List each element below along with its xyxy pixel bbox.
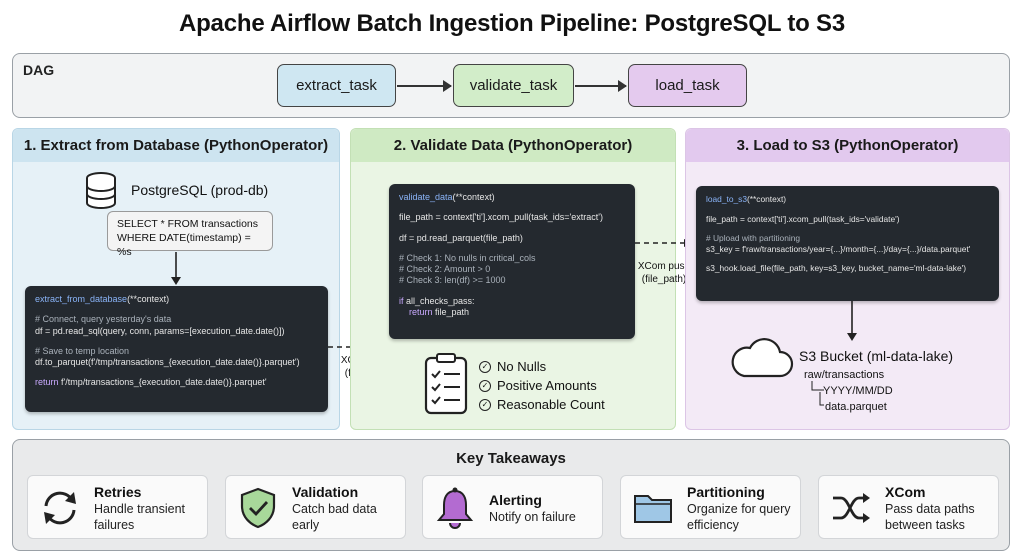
extract-code-line-1: df = pd.read_sql(query, conn, params=[ex… [35,325,285,336]
takeaway-alerting-title: Alerting [489,492,542,508]
dag-arrow-extract-validate [397,80,452,92]
shield-check-icon [240,487,276,529]
path-tree-lines [811,381,824,406]
check-circle-icon: ✓ [479,379,491,392]
extract-return-value: f'/tmp/transactions_{execution_date.date… [58,377,267,388]
s3-path-partition: YYYY/MM/DD [823,385,893,397]
load-code-line-3: s3_hook.load_file(file_path, key=s3_key,… [706,263,967,273]
s3-bucket-name: S3 Bucket (ml-data-lake) [799,348,954,364]
takeaway-card-xcom: XCom Pass data paths between tasks [818,475,999,539]
validate-if-condition: all_checks_pass: [403,295,475,306]
sql-query-box: SELECT * FROM transactions WHERE DATE(ti… [107,211,273,258]
xcom-label-2-line2: (file_path) [641,273,687,285]
takeaway-partitioning-title: Partitioning [687,484,765,500]
dag-label: DAG [23,62,55,78]
sql-line-2: WHERE DATE(timestamp) = %s [117,232,251,259]
takeaway-alerting-desc: Notify on failure [489,510,576,524]
takeaway-validation-desc: Catch bad data early [292,502,377,532]
load-function-signature: (**context) [746,194,787,204]
check-circle-icon: ✓ [479,398,491,411]
takeaway-partitioning-desc: Organize for query efficiency [687,502,791,532]
takeaway-retries-desc: Handle transient failures [94,502,186,532]
extract-code-block: extract_from_database(**context) # Connec… [25,286,328,412]
load-code-line-1: file_path = context['ti'].xcom_pull(task… [706,213,900,224]
load-code-block: load_to_s3(**context) file_path = context… [696,186,999,301]
takeaway-retries-title: Retries [94,484,142,500]
checklist-icon [424,353,468,415]
dag-arrow-validate-load [575,80,627,92]
s3-path-root: raw/transactions [804,369,885,381]
page-title: Apache Airflow Batch Ingestion Pipeline:… [178,10,846,37]
validate-comment-3: # Check 3: len(df) >= 1000 [399,275,506,286]
check-reasonable-count: ✓ Reasonable Count [479,397,605,412]
takeaway-card-alerting: Alerting Notify on failure [422,475,603,539]
check-positive-amounts: ✓ Positive Amounts [479,378,597,393]
validate-function-name: validate_data [399,192,453,202]
check-circle-icon: ✓ [479,360,491,373]
validate-return-value: file_path [432,306,470,317]
dag-panel: DAG extract_task validate_task load_task [12,53,1010,118]
folder-icon [634,495,672,523]
s3-path-file: data.parquet [825,401,887,413]
validate-function-signature: (**context) [452,192,495,202]
check-no-nulls-label: No Nulls [497,359,547,374]
sql-line-1: SELECT * FROM transactions [117,218,259,230]
validate-code-line-2: df = pd.read_parquet(file_path) [399,232,523,243]
takeaway-validation-title: Validation [292,484,359,500]
cloud-icon [731,338,794,378]
validate-if-keyword: if [399,295,404,306]
extract-stage-header: 1. Extract from Database (PythonOperator… [13,129,339,162]
takeaway-card-partitioning: Partitioning Organize for query efficien… [620,475,801,539]
check-no-nulls: ✓ No Nulls [479,359,546,374]
extract-code-line-2: df.to_parquet(f'/tmp/transactions_{execu… [35,357,300,367]
check-positive-amounts-label: Positive Amounts [497,378,597,393]
takeaway-card-validation: Validation Catch bad data early [225,475,406,539]
load-code-line-2: s3_key = f'raw/transactions/year={...}/m… [706,243,971,254]
validate-task-node: validate_task [453,64,574,107]
bell-icon [436,487,474,529]
sql-to-code-arrow [171,252,181,285]
load-stage-header: 3. Load to S3 (PythonOperator) [686,129,1009,162]
shuffle-icon [833,493,870,523]
database-icon [86,172,116,209]
key-takeaways-panel: Key Takeaways Retries Handle transient f… [12,439,1010,551]
extract-comment-2: # Save to temp location [35,345,130,356]
key-takeaways-title: Key Takeaways [456,450,566,467]
validate-stage-header: 2. Validate Data (PythonOperator) [351,129,675,162]
validate-code-block: validate_data(**context) file_path = cont… [389,184,635,339]
takeaway-card-retries: Retries Handle transient failures [27,475,208,539]
extract-function-signature: (**context) [127,294,170,304]
code-to-s3-arrow [847,301,857,341]
database-name: PostgreSQL (prod-db) [131,182,269,198]
load-function-name: load_to_s3 [706,194,747,204]
validate-comment-1: # Check 1: No nulls in critical_cols [399,252,536,263]
extract-return-keyword: return [35,377,59,388]
takeaway-xcom-title: XCom [885,484,926,500]
validate-return-keyword: return [399,306,433,317]
retry-icon [44,491,76,525]
load-comment-1: # Upload with partitioning [706,233,801,243]
extract-comment-1: # Connect, query yesterday's data [35,314,172,325]
check-reasonable-count-label: Reasonable Count [497,397,605,412]
validate-comment-2: # Check 2: Amount > 0 [399,264,491,274]
load-task-node: load_task [628,64,747,107]
validate-code-line-1: file_path = context['ti'].xcom_pull(task… [399,212,603,223]
xcom-label-2-line1: XCom push [637,261,691,272]
takeaway-xcom-desc: Pass data paths between tasks [885,502,975,532]
extract-task-node: extract_task [277,64,396,107]
xcom-label-2: XCom push (file_path) [632,261,696,286]
extract-function-name: extract_from_database [35,294,128,304]
